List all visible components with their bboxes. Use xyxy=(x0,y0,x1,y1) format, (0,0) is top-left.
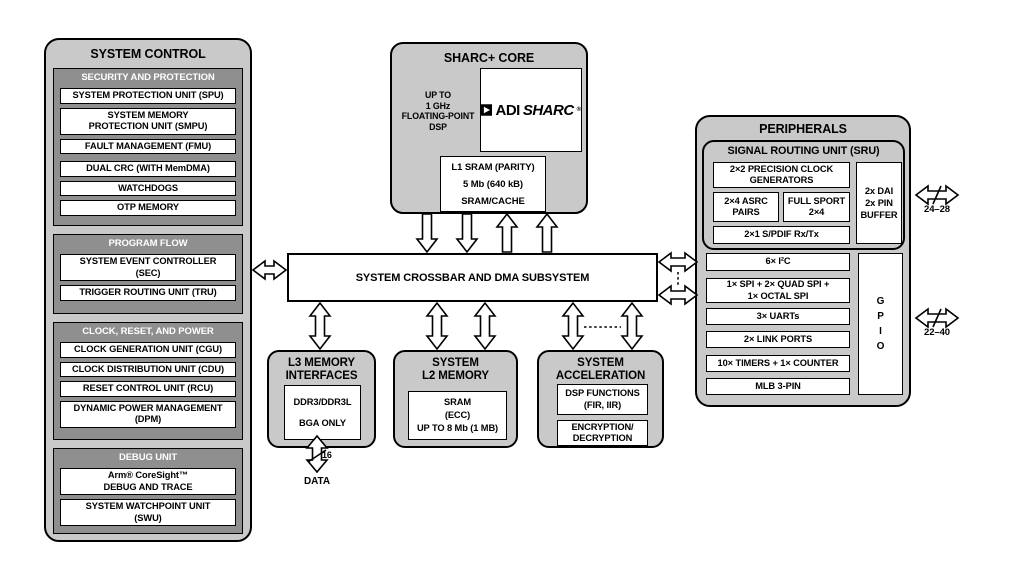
logo-sharc-text: SHARC xyxy=(522,101,574,119)
bga-only-label: BGA ONLY xyxy=(298,418,347,428)
l2-memory-title: SYSTEM L2 MEMORY xyxy=(421,357,490,382)
sharc-core-box: SHARC+ CORE UP TO 1 GHz FLOATING-POINT D… xyxy=(390,42,588,214)
block-fmu: FAULT MANAGEMENT (FMU) xyxy=(60,138,236,154)
ddr-bus-width-label: 16 xyxy=(322,450,332,460)
ddr3-box: DDR3/DDR3L BGA ONLY xyxy=(284,385,361,440)
sru-title: SIGNAL ROUTING UNIT (SRU) xyxy=(727,145,880,157)
block-cdu: CLOCK DISTRIBUTION UNIT (CDU) xyxy=(60,361,236,377)
block-coresight: Arm® CoreSight™ DEBUG AND TRACE xyxy=(60,468,236,495)
crossbar-to-peripherals-arrows xyxy=(657,251,699,306)
asrc-pairs-box: 2×4 ASRC PAIRS xyxy=(713,192,779,222)
timers-counter-box: 10× TIMERS + 1× COUNTER xyxy=(706,355,850,372)
block-dual-crc: DUAL CRC (WITH MemDMA) xyxy=(60,161,236,177)
control-to-crossbar-arrow xyxy=(251,259,288,281)
l2-memory-box: SYSTEM L2 MEMORY SRAM (ECC) UP TO 8 Mb (… xyxy=(393,350,518,448)
l3-memory-box: L3 MEMORY INTERFACES DDR3/DDR3L BGA ONLY xyxy=(267,350,376,448)
group-debug-unit: DEBUG UNIT Arm® CoreSight™ DEBUG AND TRA… xyxy=(53,448,243,534)
system-acceleration-box: SYSTEM ACCELERATION DSP FUNCTIONS (FIR, … xyxy=(537,350,664,448)
ddr-data-label: DATA xyxy=(304,476,330,487)
block-tru: TRIGGER ROUTING UNIT (TRU) xyxy=(60,285,236,301)
gpio-pins-arrow xyxy=(914,307,960,329)
core-to-crossbar-down-arrows xyxy=(415,213,479,254)
adi-triangle-icon xyxy=(481,104,493,116)
block-cgu: CLOCK GENERATION UNIT (CGU) xyxy=(60,342,236,358)
dsp-functions-box: DSP FUNCTIONS (FIR, IIR) xyxy=(557,384,648,415)
block-swu: SYSTEM WATCHPOINT UNIT (SWU) xyxy=(60,499,236,526)
core-speed-note: UP TO 1 GHz FLOATING-POINT DSP xyxy=(401,90,475,132)
group-security-and-protection: SECURITY AND PROTECTION SYSTEM PROTECTIO… xyxy=(53,68,243,226)
peripherals-box: PERIPHERALS SIGNAL ROUTING UNIT (SRU) 2×… xyxy=(695,115,911,407)
crossbar-to-core-up-arrows xyxy=(495,212,559,253)
sharc-core-title: SHARC+ CORE xyxy=(443,51,535,65)
group-header: DEBUG UNIT xyxy=(118,452,178,463)
block-smpu: SYSTEM MEMORY PROTECTION UNIT (SMPU) xyxy=(60,107,236,135)
group-clock-reset-power: CLOCK, RESET, AND POWER CLOCK GENERATION… xyxy=(53,322,243,440)
gpio-box: G P I O xyxy=(858,253,903,395)
block-spu: SYSTEM PROTECTION UNIT (SPU) xyxy=(60,88,236,104)
ddr3-label: DDR3/DDR3L xyxy=(293,397,352,407)
encryption-box: ENCRYPTION/ DECRYPTION xyxy=(557,420,648,446)
group-header: PROGRAM FLOW xyxy=(108,238,188,249)
l2-sram-box: SRAM (ECC) UP TO 8 Mb (1 MB) xyxy=(408,391,507,440)
l1-sram-box: L1 SRAM (PARITY) 5 Mb (640 kB) SRAM/CACH… xyxy=(440,156,546,212)
system-control-title: SYSTEM CONTROL xyxy=(90,47,206,61)
system-control-box: SYSTEM CONTROL SECURITY AND PROTECTION S… xyxy=(44,38,252,542)
l3-memory-title: L3 MEMORY INTERFACES xyxy=(285,357,358,382)
spdif-box: 2×1 S/PDIF Rx/Tx xyxy=(713,226,850,244)
mlb-box: MLB 3-PIN xyxy=(706,378,850,395)
dai-pin-buffer-box: 2x DAI 2x PIN BUFFER xyxy=(856,162,902,244)
group-header: SECURITY AND PROTECTION xyxy=(81,72,215,83)
block-rcu: RESET CONTROL UNIT (RCU) xyxy=(60,381,236,397)
logo-adi-text: ADI xyxy=(495,101,520,119)
sru-box: SIGNAL ROUTING UNIT (SRU) 2×2 PRECISION … xyxy=(702,140,905,250)
system-acceleration-title: SYSTEM ACCELERATION xyxy=(555,357,646,382)
link-ports-box: 2× LINK PORTS xyxy=(706,331,850,348)
peripherals-title: PERIPHERALS xyxy=(759,122,847,136)
crossbar-to-memory-arrows xyxy=(308,301,644,351)
gpio-pin-count-label: 22–40 xyxy=(924,327,950,338)
block-sec: SYSTEM EVENT CONTROLLER (SEC) xyxy=(60,254,236,281)
dai-pins-arrow xyxy=(914,184,960,206)
i2c-box: 6× I²C xyxy=(706,253,850,271)
system-crossbar-box: SYSTEM CROSSBAR AND DMA SUBSYSTEM xyxy=(287,253,658,302)
full-sport-box: FULL SPORT 2×4 xyxy=(783,192,850,222)
dai-pin-count-label: 24–28 xyxy=(924,204,950,215)
spi-box: 1× SPI + 2× QUAD SPI + 1× OCTAL SPI xyxy=(706,278,850,303)
uarts-box: 3× UARTs xyxy=(706,308,850,325)
precision-clock-generators-box: 2×2 PRECISION CLOCK GENERATORS xyxy=(713,162,850,188)
logo-reg-mark: ® xyxy=(576,107,581,113)
group-program-flow: PROGRAM FLOW SYSTEM EVENT CONTROLLER (SE… xyxy=(53,234,243,314)
block-dpm: DYNAMIC POWER MANAGEMENT (DPM) xyxy=(60,400,236,428)
group-header: CLOCK, RESET, AND POWER xyxy=(82,326,214,337)
block-otp-memory: OTP MEMORY xyxy=(60,200,236,216)
block-watchdogs: WATCHDOGS xyxy=(60,180,236,196)
